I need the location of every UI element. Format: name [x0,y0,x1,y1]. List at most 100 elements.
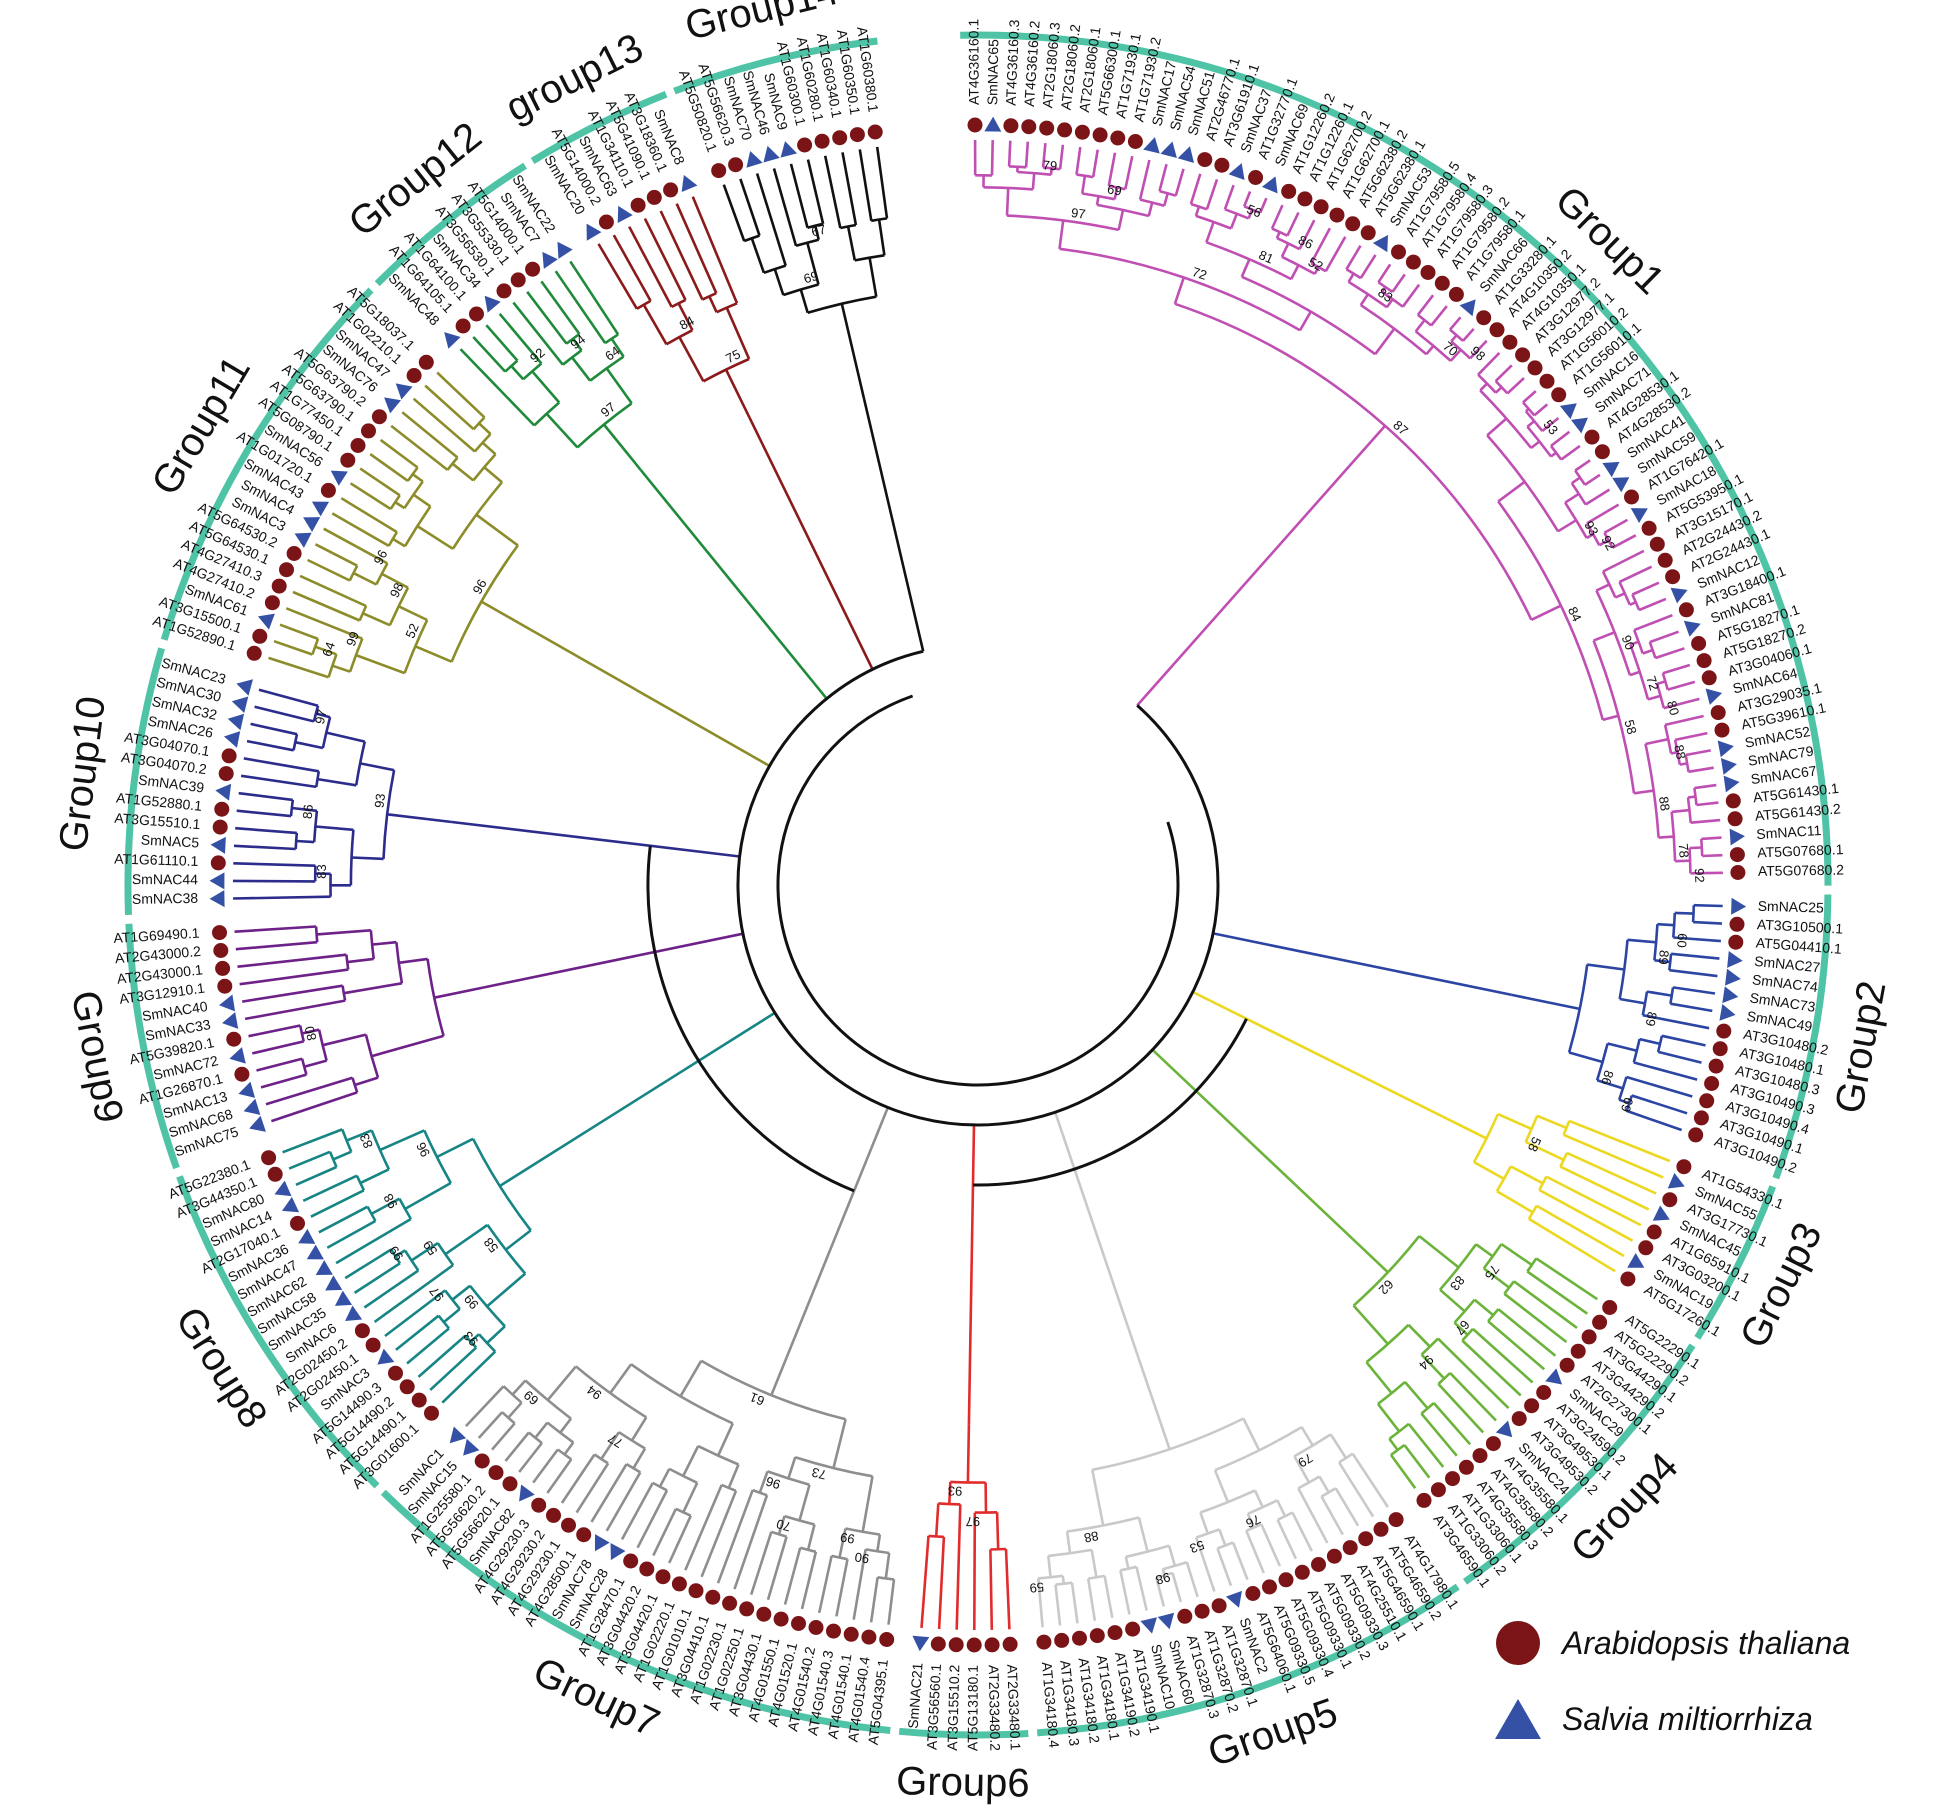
internal-branch [806,1524,816,1551]
clade-arc [743,234,760,243]
terminal-branch [1693,920,1723,925]
bootstrap-label: 64 [319,640,338,659]
leaf-label: AT5G07680.2 [1758,862,1845,879]
internal-branch [1352,1304,1389,1345]
terminal-branch [1533,403,1549,417]
salvia-marker [1602,461,1620,478]
salvia-marker [229,1047,246,1064]
terminal-branch [417,1334,467,1378]
internal-branch [1318,1475,1330,1494]
terminal-branch [1260,1523,1282,1567]
leaf-label: AT4G36160.3 [1003,19,1023,106]
terminal-branch [1324,236,1347,272]
bootstrap-label: 97 [965,1514,980,1529]
internal-branch [1619,997,1646,1005]
bootstrap-label: 92 [527,345,548,366]
bootstrap-label: 92 [1598,533,1618,553]
clade-arc [1377,281,1394,293]
arabidopsis-marker [210,855,226,871]
clade-arc [589,355,625,382]
internal-branch [1497,480,1526,503]
internal-branch [1229,213,1239,229]
group-ring-segment [673,37,878,95]
leaf-label: AT5G61430.2 [1754,800,1841,823]
internal-branch [1587,963,1625,971]
internal-branch [1280,242,1290,258]
internal-branch [1381,286,1387,293]
arabidopsis-marker [832,130,848,146]
arabidopsis-marker [791,1616,806,1631]
terminal-branch [268,656,329,679]
terminal-branch [1377,263,1392,284]
terminal-branch [1437,1337,1510,1410]
internal-branch [294,740,324,750]
leaf-label: AT2G43000.2 [114,943,201,966]
salvia-marker [274,1180,292,1197]
leaf-label: AT3G10500.1 [1757,916,1844,936]
internal-branch [1218,1528,1227,1546]
terminal-branch [1024,141,1030,168]
terminal-branch [817,1555,833,1614]
arabidopsis-marker [598,214,614,230]
internal-branch [1536,1114,1567,1130]
salvia-marker [617,205,633,224]
arabidopsis-marker [1430,1482,1446,1498]
bootstrap-label: 69 [802,268,820,287]
internal-branch [571,337,583,352]
arabidopsis-marker [1524,1398,1540,1414]
internal-branch [1627,938,1657,944]
clade-arc [782,283,819,297]
terminal-branch [597,243,639,310]
arabidopsis-marker [1313,199,1329,215]
bootstrap-label: 84 [1565,604,1585,624]
clade-arc [1055,1581,1073,1586]
bootstrap-label: 53 [1188,1537,1207,1556]
clade-arc [406,466,419,482]
salvia-marker [444,332,461,349]
clade-arc [871,217,888,223]
internal-branch [1639,1037,1661,1046]
group-ring-segment [1036,1583,1460,1737]
internal-branch [630,1416,648,1442]
terminal-branch [1654,647,1685,660]
terminal-branch [1205,178,1219,210]
salvia-marker [243,1098,261,1115]
terminal-branch [236,809,292,818]
arabidopsis-marker [510,272,526,288]
clade-arc [1617,1076,1628,1101]
internal-branch [1496,1190,1534,1214]
terminal-branch [1185,1561,1199,1598]
salvia-marker [227,713,245,731]
terminal-branch [310,1189,365,1218]
internal-branch [1293,1455,1311,1484]
arabidopsis-marker [1511,1411,1527,1427]
arabidopsis-marker [879,1632,895,1647]
clade-arc [1482,1243,1503,1270]
leaf-label: AT2G18060.3 [1039,21,1063,108]
group-ring-segment [374,162,527,287]
terminal-branch [1334,1487,1360,1527]
clade-arc [423,1129,452,1184]
salvia-marker [763,145,780,163]
terminal-branch [1216,1547,1233,1587]
terminal-branch [1171,1572,1183,1603]
clade-arc [950,1480,986,1484]
terminal-branch [620,1482,654,1541]
backbone-arc-2 [972,1018,1248,1187]
bootstrap-label: 60 [1674,933,1690,948]
clade-arc [348,565,359,582]
internal-branch [359,1168,390,1185]
internal-branch [1511,993,1580,1011]
terminal-branch [1245,1530,1266,1574]
arabidopsis-marker [1676,1159,1692,1175]
clade-arc [1195,1528,1220,1539]
clade-arc [1625,1095,1634,1112]
arabidopsis-marker [1281,183,1297,199]
internal-branch [1407,1323,1431,1348]
terminal-branch [252,1040,304,1055]
arabidopsis-marker [1559,1357,1575,1373]
arabidopsis-marker [1248,170,1264,185]
terminal-branch [590,1463,628,1523]
internal-branch [1117,209,1125,231]
terminal-branch [1673,936,1721,943]
